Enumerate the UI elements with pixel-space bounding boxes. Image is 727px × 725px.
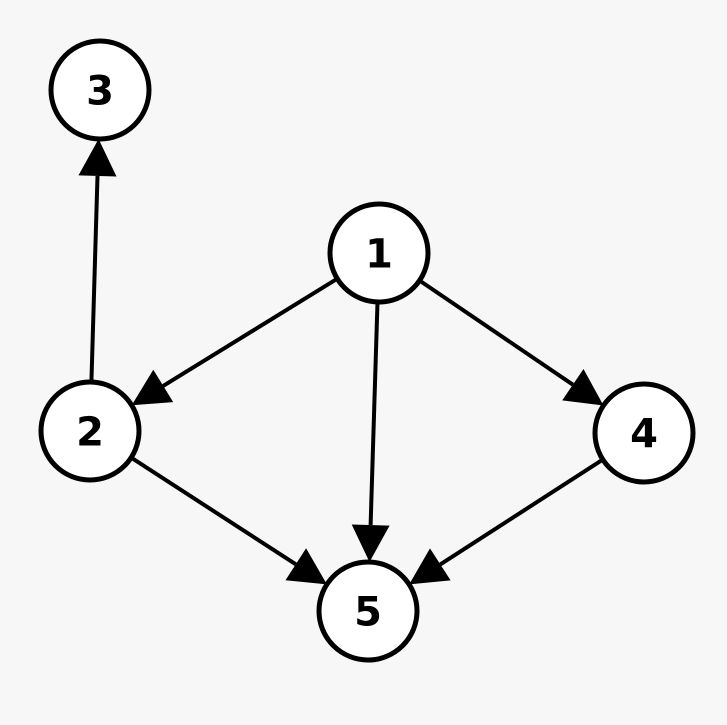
arrowhead-icon (78, 139, 117, 177)
arrowhead-icon (562, 369, 604, 406)
graph-node-4: 4 (592, 381, 696, 485)
node-label: 2 (76, 410, 104, 456)
edge-1-to-2 (131, 276, 339, 406)
edge-1-to-4 (418, 278, 604, 406)
node-label: 5 (354, 590, 382, 636)
graph-node-2: 2 (38, 379, 142, 483)
edge-2-to-5 (130, 455, 327, 585)
node-circle (38, 379, 142, 483)
arrowhead-icon (131, 369, 174, 406)
graph-node-1: 1 (327, 201, 431, 305)
edge-line (130, 455, 297, 566)
edge-line (368, 301, 380, 526)
edge-line (89, 175, 100, 383)
node-circle (327, 201, 431, 305)
edge-line (439, 457, 604, 567)
arrowhead-icon (285, 548, 327, 585)
edge-2-to-3 (78, 139, 117, 383)
node-circle (48, 38, 152, 142)
node-circle (316, 559, 420, 663)
node-label: 4 (630, 412, 658, 458)
arrowhead-icon (409, 548, 451, 585)
node-label: 3 (86, 69, 114, 115)
edge-4-to-5 (409, 457, 604, 585)
graph-node-3: 3 (48, 38, 152, 142)
node-circle (592, 381, 696, 485)
arrowhead-icon (351, 524, 390, 562)
graph-node-5: 5 (316, 559, 420, 663)
edge-line (162, 276, 339, 388)
node-layer: 1 2 3 4 5 (38, 38, 696, 663)
edge-1-to-5 (351, 301, 390, 562)
edge-layer (78, 139, 604, 585)
edge-line (418, 278, 575, 387)
node-label: 1 (365, 232, 393, 278)
